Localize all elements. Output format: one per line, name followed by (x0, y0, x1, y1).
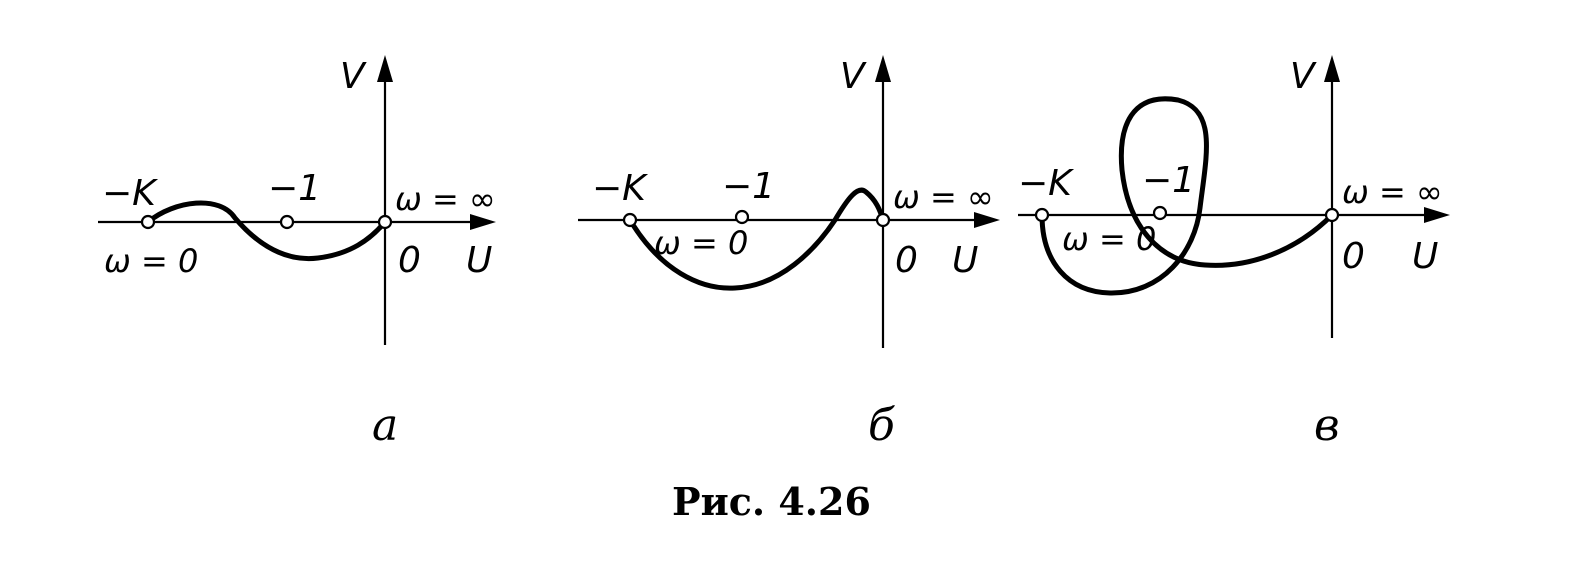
panel-b-omega-zero-label: ω = 0 (654, 224, 748, 262)
panel-b-point-origin (875, 212, 891, 228)
panel-c-minus-k-label: −K (1018, 163, 1074, 204)
panel-b-curve (627, 187, 886, 291)
panel-c-u-axis-arrow (1424, 207, 1450, 223)
panel-c-omega-inf-label: ω = ∞ (1342, 173, 1443, 211)
panel-a-u-label: U (466, 240, 492, 281)
panel-b-point-minus-k (622, 212, 638, 228)
panel-c-u-label: U (1412, 236, 1438, 277)
panel-c-v-label: V (1290, 56, 1317, 97)
panel-b-minus-one-label: −1 (722, 166, 775, 207)
panel-c-v-axis-arrow (1324, 55, 1340, 82)
panel-a-v-label: V (340, 56, 367, 97)
panel-a-omega-inf-label: ω = ∞ (395, 180, 496, 218)
panel-a-minus-k-label: −K (102, 173, 158, 214)
panel-c-point-minus-k (1034, 207, 1050, 223)
panel-c: V U 0 −K −1 ω = 0 ω = ∞ в (1018, 55, 1450, 451)
panel-b-letter: б (868, 400, 895, 451)
panel-c-curve (1039, 96, 1335, 296)
panel-c-origin-label: 0 (1342, 236, 1365, 277)
panel-b-minus-k-label: −K (592, 168, 648, 209)
panel-c-minus-one-label: −1 (1142, 160, 1195, 201)
panel-a-u-axis-arrow (470, 214, 496, 230)
panel-b-u-axis-arrow (974, 212, 1000, 228)
panel-b-point-minus-one (734, 209, 750, 225)
panel-c-letter: в (1314, 400, 1340, 451)
panel-b: V U 0 −K −1 ω = 0 ω = ∞ б (578, 55, 1000, 451)
panel-a-curve (145, 200, 388, 262)
panel-a-v-axis-arrow (377, 55, 393, 82)
panel-c-omega-zero-label: ω = 0 (1062, 220, 1156, 258)
panel-b-v-label: V (840, 56, 867, 97)
panel-a-point-minus-one (279, 214, 295, 230)
panel-b-origin-label: 0 (895, 240, 918, 281)
panel-a-origin-label: 0 (398, 240, 421, 281)
panel-b-v-axis-arrow (875, 55, 891, 82)
panel-a: V U 0 −K −1 ω = 0 ω = ∞ а (98, 55, 496, 451)
panel-b-u-label: U (952, 240, 978, 281)
panel-a-letter: а (372, 400, 398, 451)
panel-a-omega-zero-label: ω = 0 (104, 242, 198, 280)
panel-c-point-minus-one (1152, 205, 1168, 221)
figure-caption: Рис. 4.26 (672, 479, 871, 524)
panel-a-point-origin (377, 214, 393, 230)
panel-b-omega-inf-label: ω = ∞ (893, 178, 994, 216)
panel-c-point-origin (1324, 207, 1340, 223)
panel-a-minus-one-label: −1 (268, 168, 321, 209)
panel-a-point-minus-k (140, 214, 156, 230)
